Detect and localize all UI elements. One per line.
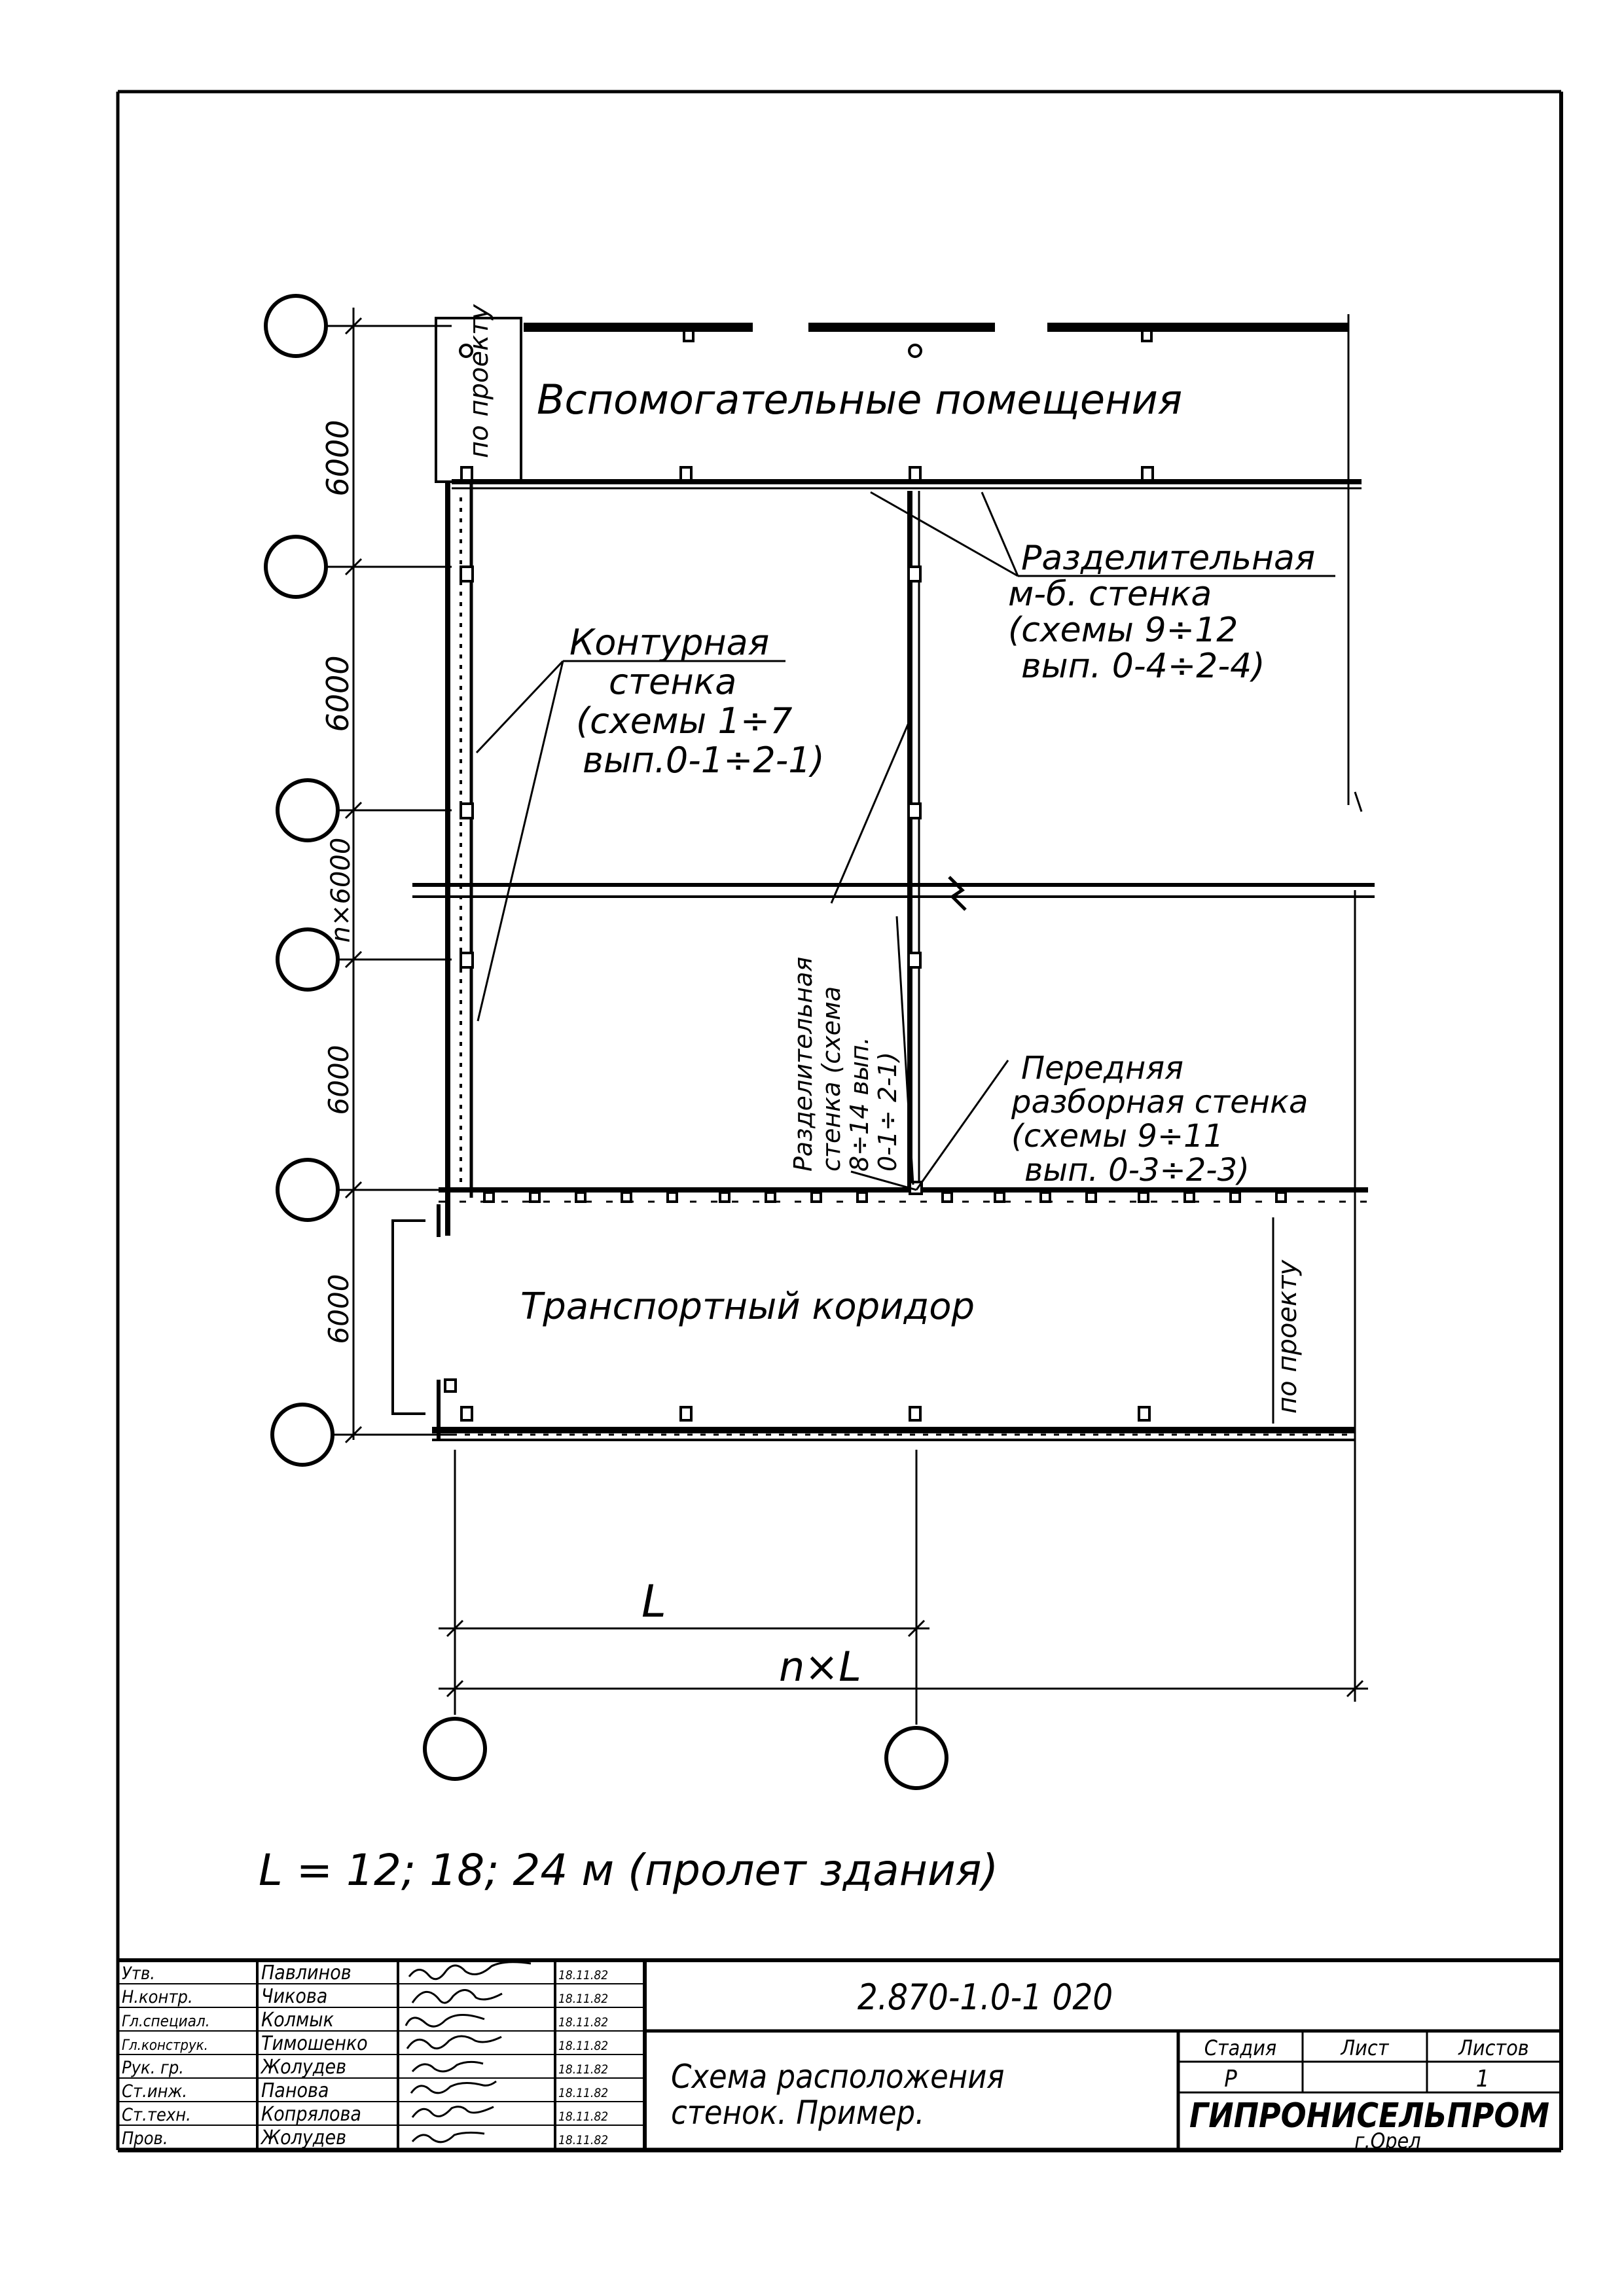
stamp-row: Ст.инж. Панова 18.11.82 [122, 2079, 608, 2102]
svg-text:Разделительная: Разделительная [789, 957, 818, 1172]
axis-bubbles-bottom [423, 1717, 948, 1790]
svg-text:вып.0-1÷2-1): вып.0-1÷2-1) [583, 740, 825, 781]
stamp-name: Жолудев [260, 2056, 346, 2079]
stamp-role: Н.контр. [122, 1987, 193, 2007]
stage-header: Стадия [1204, 2036, 1276, 2060]
stamp-row: Утв. Павлинов 18.11.82 [122, 1962, 608, 1984]
title-block-info: 2.870-1.0-1 020 Схема расположения стено… [671, 1977, 1549, 2153]
stamp-role: Ст.инж. [122, 2081, 187, 2102]
stamp-row: Гл.специал. Колмык 18.11.82 [122, 2009, 608, 2032]
label-by-project-top: по проекту [464, 304, 494, 458]
axis-bubble [423, 1717, 487, 1781]
label-auxiliary-rooms: Вспомогательные помещения [537, 376, 1182, 423]
stamp-name: Чикова [261, 1985, 327, 2008]
stamp-name: Копрялова [261, 2103, 361, 2126]
svg-text:вып. 0-3÷2-3): вып. 0-3÷2-3) [1024, 1152, 1250, 1189]
stamp-name: Панова [261, 2079, 329, 2102]
axis-bubble [276, 1158, 340, 1222]
stamp-date: 18.11.82 [558, 2133, 608, 2147]
title-block-people: Утв. Павлинов 18.11.82 Н.контр. Чикова 1… [122, 1962, 608, 2149]
stage-value: Р [1224, 2066, 1237, 2092]
stamp-row: Рук. гр. Жолудев 18.11.82 [122, 2056, 608, 2079]
stamp-row: Гл.конструк. Тимошенко 18.11.82 [122, 2032, 608, 2055]
drawing-title-line-1: Схема расположения [671, 2058, 1004, 2096]
stamp-date: 18.11.82 [558, 1992, 608, 2006]
stamp-name: Жолудев [260, 2126, 346, 2149]
svg-text:разборная стенка: разборная стенка [1011, 1084, 1308, 1121]
svg-text:стенка (схема: стенка (схема [817, 986, 846, 1172]
axis-bubble [264, 294, 328, 358]
svg-text:стенка: стенка [609, 661, 736, 702]
span-formula: L = 12; 18; 24 м (пролет здания) [259, 1845, 998, 1895]
label-by-project-right: по проекту [1272, 1259, 1303, 1414]
svg-text:Разделительная: Разделительная [1021, 539, 1315, 578]
dim-label-6000-a: 6000 [320, 420, 355, 496]
stamp-row: Н.контр. Чикова 18.11.82 [122, 1985, 608, 2008]
stamp-role: Ст.техн. [122, 2105, 191, 2125]
label-contour-wall: Контурная стенка (схемы 1÷7 вып.0-1÷2-1) [569, 622, 825, 781]
svg-text:(схемы 9÷12: (схемы 9÷12 [1008, 611, 1238, 650]
bottom-dimensions [439, 890, 1368, 1725]
stamp-role: Пров. [122, 2128, 168, 2149]
svg-text:Передняя: Передняя [1021, 1050, 1183, 1086]
axis-bubble [270, 1403, 334, 1467]
drawing-labels: Вспомогательные помещения по проекту Тра… [259, 304, 1315, 1895]
dim-label-nx6000: n×6000 [326, 838, 356, 943]
svg-text:Контурная: Контурная [569, 622, 769, 663]
leader-lines [475, 491, 1335, 1191]
stamp-role: Гл.специал. [122, 2012, 210, 2030]
stamp-date: 18.11.82 [558, 2062, 608, 2077]
organization-city: г.Орел [1354, 2128, 1420, 2153]
stamp-date: 18.11.82 [558, 1968, 608, 1982]
label-partition-wall-vertical: Разделительная стенка (схема 8÷14 вып. 0… [789, 957, 902, 1172]
sheet-frame [116, 90, 1563, 2153]
label-transport-corridor: Транспортный коридор [520, 1285, 975, 1328]
drawing-code: 2.870-1.0-1 020 [857, 1977, 1113, 2018]
stamp-role: Рук. гр. [122, 2058, 184, 2078]
svg-text:0-1÷ 2-1): 0-1÷ 2-1) [873, 1052, 902, 1172]
dim-nL-label: n×L [779, 1643, 861, 1691]
stamp-name: Колмык [261, 2009, 334, 2032]
label-partition-wall-top: Разделительная м-б. стенка (схемы 9÷12 в… [1008, 539, 1315, 686]
dim-label-6000-c: 6000 [323, 1045, 355, 1115]
stamp-name: Тимошенко [261, 2032, 368, 2055]
sheets-header: Листов [1458, 2036, 1529, 2060]
svg-text:вып. 0-4÷2-4): вып. 0-4÷2-4) [1021, 647, 1265, 686]
axis-bubble [264, 535, 328, 599]
sheets-value: 1 [1476, 2066, 1490, 2092]
label-front-wall: Передняя разборная стенка (схемы 9÷11 вы… [1011, 1050, 1308, 1189]
sheet-header: Лист [1341, 2036, 1390, 2060]
stamp-role: Утв. [122, 1964, 155, 1984]
svg-text:м-б. стенка: м-б. стенка [1008, 575, 1212, 614]
axis-bubble [276, 778, 340, 842]
drawing-title-line-2: стенок. Пример. [671, 2094, 924, 2132]
organization-name: ГИПРОНИСЕЛЬПРОМ [1189, 2096, 1549, 2136]
svg-text:(схемы 9÷11: (схемы 9÷11 [1011, 1118, 1223, 1155]
stamp-row: Пров. Жолудев 18.11.82 [122, 2126, 608, 2149]
dim-L-label: L [641, 1576, 666, 1628]
left-dimension-chain [326, 308, 452, 1444]
left-dimension-labels: 6000 6000 n×6000 6000 6000 [320, 420, 356, 1344]
dim-label-6000-d: 6000 [323, 1274, 355, 1344]
stamp-date: 18.11.82 [558, 2086, 608, 2100]
svg-text:(схемы 1÷7: (схемы 1÷7 [576, 700, 792, 742]
signatures [405, 1961, 532, 2144]
stamp-date: 18.11.82 [558, 2015, 608, 2030]
stamp-row: Ст.техн. Копрялова 18.11.82 [122, 2103, 608, 2126]
axis-bubble [884, 1726, 948, 1790]
axis-bubbles-left [264, 294, 340, 1467]
stamp-role: Гл.конструк. [122, 2037, 208, 2054]
svg-text:8÷14 вып.: 8÷14 вып. [845, 1037, 874, 1172]
stamp-date: 18.11.82 [558, 2039, 608, 2053]
building-plan [391, 314, 1375, 1441]
title-block [118, 1958, 1561, 2150]
dim-label-6000-b: 6000 [320, 655, 355, 732]
stamp-name: Павлинов [261, 1962, 352, 1984]
stamp-date: 18.11.82 [558, 2109, 608, 2124]
